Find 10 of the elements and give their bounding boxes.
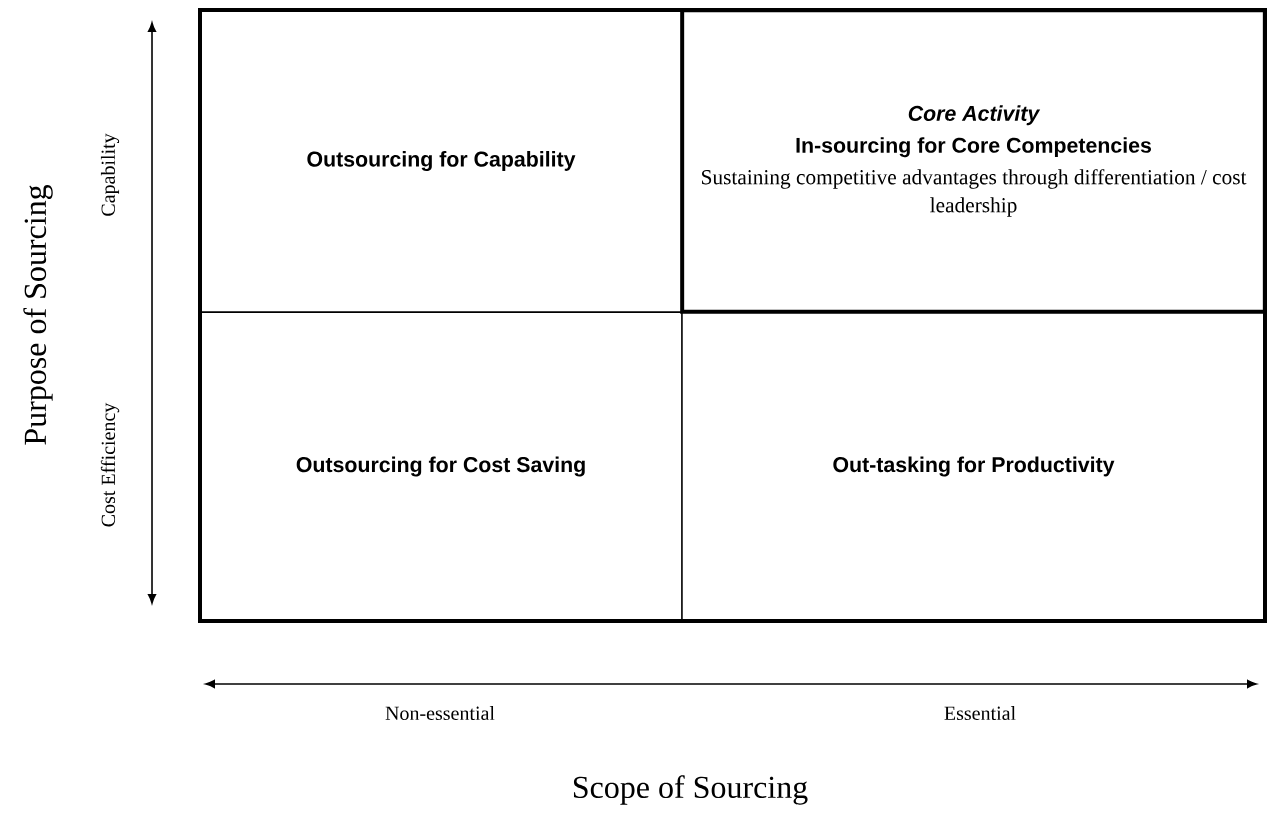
axis-title: Purpose of Sourcing [23, 184, 53, 445]
quadrant-box: Out-tasking for Productivity [681, 312, 1266, 621]
quadrant-box: Core Activity In-sourcing for Core Competencies Sustaining competitive advantages through differentiation / cost leadership [680, 8, 1267, 314]
quadrant-box: Outsourcing for Cost Saving [199, 312, 683, 621]
axis-label: Non-essential [385, 705, 495, 720]
quadrant-box: Outsourcing for Capability [199, 9, 683, 313]
axis-label: Capability [100, 133, 120, 216]
axis-title: Scope of Sourcing [573, 775, 808, 805]
axis-label: Essential [944, 705, 1016, 720]
axis-label: Cost Efficiency [100, 402, 120, 527]
